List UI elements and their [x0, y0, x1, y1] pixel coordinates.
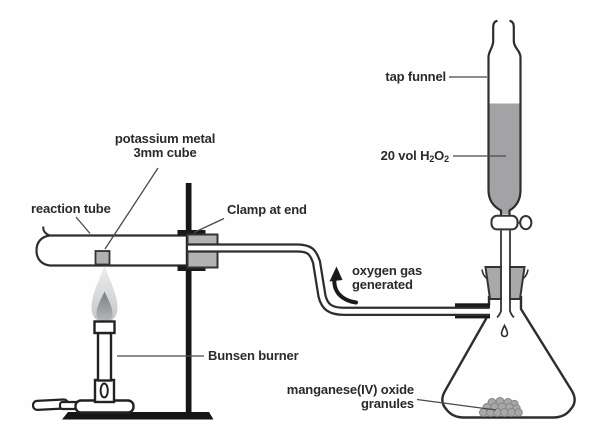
droplet	[500, 323, 509, 338]
potassium-label: potassium metal 3mm cube	[105, 132, 225, 160]
stopcock-handle	[519, 215, 533, 231]
stem-tip-left	[496, 310, 502, 319]
stopper-left-flange	[481, 269, 488, 280]
bunsen-burner-label: Bunsen burner	[208, 348, 299, 363]
stem-tip-right	[509, 310, 515, 319]
stand-rod	[185, 183, 192, 414]
leader-potassium	[104, 167, 159, 250]
stopper-right-flange	[522, 269, 529, 280]
tap-funnel-label: tap funnel	[385, 69, 446, 84]
h2o2-label-sub1: 2	[429, 154, 435, 164]
potassium-cube	[94, 250, 111, 266]
delivery-tube	[188, 243, 492, 319]
leader-lines	[75, 76, 506, 411]
manganese-oxide-label: manganese(IV) oxide granules	[254, 383, 414, 411]
burner-barrel	[96, 331, 113, 382]
manganese-oxide-label-line1: manganese(IV) oxide	[286, 382, 414, 397]
funnel-liquid	[488, 103, 521, 214]
leader-granules	[416, 398, 497, 411]
stopcock	[490, 214, 533, 231]
clamp-bolt-top	[177, 230, 206, 236]
reaction-tube-mouth-flare	[42, 226, 51, 237]
leader-reaction-tube	[75, 216, 91, 234]
h2o2-label: 20 vol H2O2	[339, 148, 449, 164]
tap-funnel	[487, 19, 522, 216]
flame	[91, 266, 118, 322]
conical-flask	[441, 296, 576, 419]
funnel-right-wall	[508, 19, 522, 216]
reaction-tube-label: reaction tube	[31, 201, 111, 216]
h2o2-label-o: O	[434, 148, 445, 163]
potassium-label-line1: potassium metal	[114, 131, 216, 146]
reaction-tube	[35, 226, 210, 267]
manganese-oxide-label-line2: granules	[361, 395, 414, 411]
flame-inner	[96, 291, 113, 322]
granules	[479, 397, 523, 417]
oxygen-arrow	[329, 266, 358, 305]
stopcock-body	[490, 214, 519, 231]
burner-air-hole	[99, 382, 109, 399]
burner-collar	[93, 320, 116, 335]
reaction-tube-outline	[35, 234, 210, 267]
h2o2-label-sub2: 2	[444, 154, 449, 164]
clamp-label: Clamp at end	[227, 202, 307, 217]
oxygen-gas-label-line2: generated	[352, 276, 413, 292]
oxygen-gas-label: oxygen gas generated	[352, 264, 422, 292]
potassium-label-line2: 3mm cube	[133, 144, 197, 160]
stand-base	[62, 412, 214, 420]
funnel-stem	[496, 230, 515, 319]
retort-stand	[62, 183, 214, 420]
tube-connector-top	[455, 303, 490, 309]
leader-clamp	[193, 217, 225, 234]
oxygen-gas-label-line1: oxygen gas	[352, 263, 423, 278]
funnel-left-wall	[487, 19, 503, 216]
h2o2-label-prefix: 20 vol H	[380, 148, 430, 163]
oxygen-arrowhead	[329, 266, 343, 282]
bunsen-burner	[31, 320, 135, 414]
